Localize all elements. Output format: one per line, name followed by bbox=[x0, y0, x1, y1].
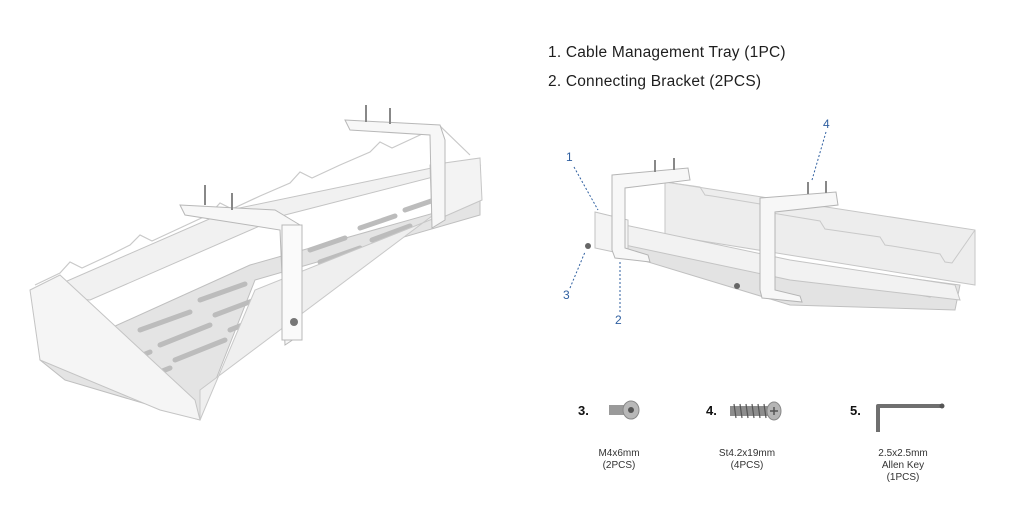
hardware-4-caption: St4.2x19mm (4PCS) bbox=[702, 448, 792, 472]
exploded-bracket-left bbox=[611, 167, 691, 263]
loose-screw-m4 bbox=[585, 243, 591, 249]
bracket-back bbox=[344, 119, 446, 229]
exploded-back-wall-top bbox=[664, 181, 976, 264]
exploded-bracket-screws bbox=[654, 158, 827, 194]
callout-2: 2 bbox=[615, 313, 622, 327]
parts-list: 1. Cable Management Tray (1PC) 2. Connec… bbox=[548, 38, 786, 96]
hardware-5-size: 2.5x2.5mm bbox=[878, 448, 928, 459]
hardware-4-number: 4. bbox=[706, 403, 717, 418]
callout-leaders bbox=[569, 131, 827, 312]
exploded-back-wall bbox=[664, 181, 976, 286]
callout-3: 3 bbox=[563, 288, 570, 302]
exploded-bracket-right bbox=[759, 191, 839, 303]
loose-screw-m4-2 bbox=[734, 283, 740, 289]
hardware-5-number: 5. bbox=[850, 403, 861, 418]
hardware-3-qty: (2PCS) bbox=[602, 460, 636, 471]
bracket-screws bbox=[204, 105, 391, 210]
hardware-5-caption: 2.5x2.5mm Allen Key (1PCS) bbox=[858, 448, 948, 484]
callout-1: 1 bbox=[566, 150, 573, 164]
callout-4: 4 bbox=[823, 117, 830, 131]
hardware-3-caption: M4x6mm (2PCS) bbox=[574, 448, 664, 472]
hardware-3-size: M4x6mm bbox=[598, 448, 640, 459]
hardware-4-size: St4.2x19mm bbox=[718, 448, 776, 459]
hardware-5-name: Allen Key bbox=[881, 460, 925, 471]
hardware-3-number: 3. bbox=[578, 403, 589, 418]
hardware-4-qty: (4PCS) bbox=[730, 460, 764, 471]
parts-list-item-1: 1. Cable Management Tray (1PC) bbox=[548, 44, 786, 61]
hardware-5-qty: (1PCS) bbox=[886, 472, 920, 483]
parts-list-item-2: 2. Connecting Bracket (2PCS) bbox=[548, 73, 762, 90]
